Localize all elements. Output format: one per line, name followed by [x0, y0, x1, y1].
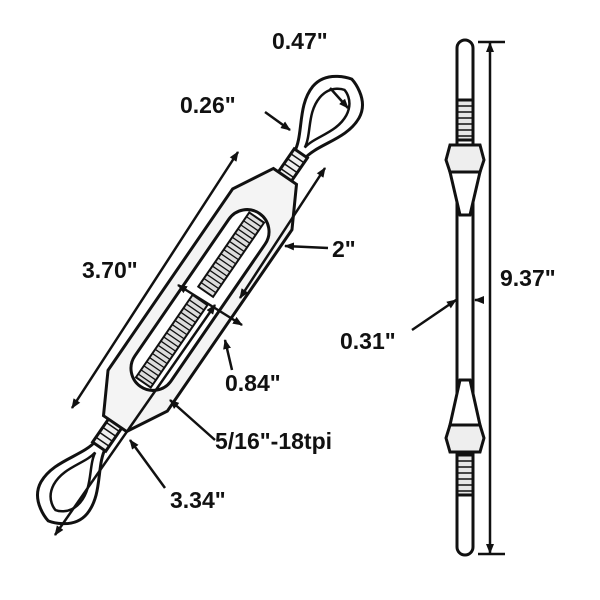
eye-diameter-label: 0.47": [272, 28, 328, 54]
opening-width-label: 0.84": [225, 370, 281, 396]
body-length-label: 3.70": [82, 257, 138, 283]
overall-length-label: 9.37": [500, 265, 556, 291]
shank-diameter-label: 0.26": [180, 92, 236, 118]
rod-diameter-label: 0.31": [340, 328, 396, 354]
turnbuckle-side-view: [444, 38, 486, 557]
thread-spec-label: 5/16"-18tpi: [215, 428, 333, 454]
lower-hex: [444, 423, 486, 454]
thread-length-label: 2": [332, 236, 356, 262]
eye-length-label: 3.34": [170, 487, 226, 513]
dimension-lines: [53, 87, 349, 536]
upper-hex: [444, 143, 486, 174]
